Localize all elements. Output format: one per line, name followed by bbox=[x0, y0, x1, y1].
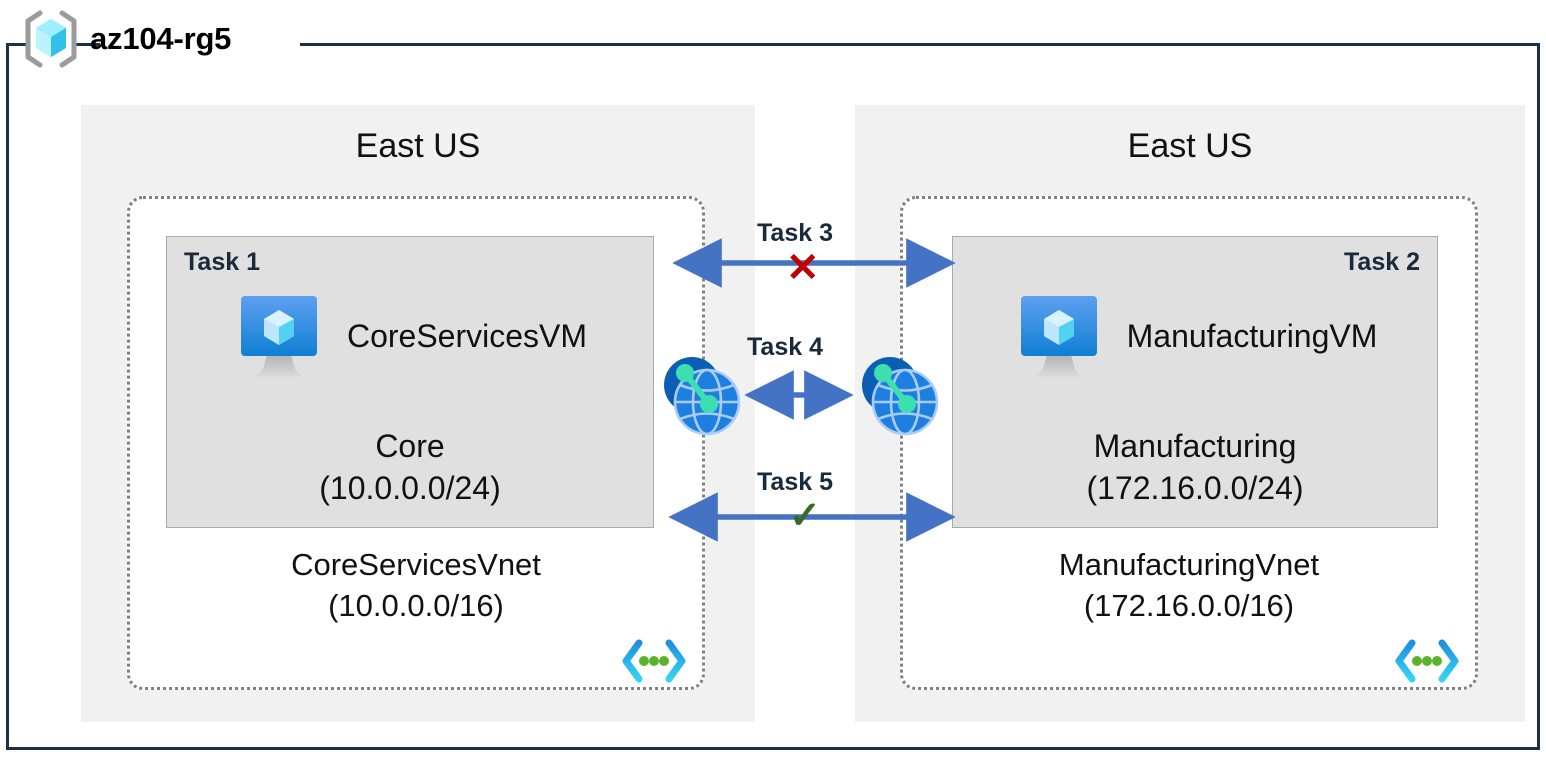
task3-blocked-mark: ✕ bbox=[786, 246, 820, 290]
resource-group-header: az104-rg5 bbox=[22, 8, 231, 70]
subnet-name-right: Manufacturing bbox=[1093, 428, 1297, 464]
region-label-right: East US bbox=[1127, 127, 1253, 165]
vnet-cidr-right: (172.16.0.0/16) bbox=[1083, 588, 1295, 623]
resource-group-frame-bottom bbox=[6, 747, 1540, 750]
vnet-peering-icon-right bbox=[862, 357, 939, 436]
vnet-chevrons-icon-right bbox=[1395, 639, 1459, 683]
task5-label: Task 5 bbox=[757, 468, 833, 496]
vnet-peering-icon-left bbox=[664, 357, 741, 436]
subnet-caption-right: Manufacturing (172.16.0.0/24) bbox=[953, 425, 1437, 509]
subnet-name-left: Core bbox=[375, 428, 445, 464]
task5-allowed-mark: ✓ bbox=[789, 495, 821, 537]
vnet-name-left: CoreServicesVnet bbox=[291, 547, 541, 582]
region-label-left: East US bbox=[355, 127, 481, 165]
vm-row-right: ManufacturingVM bbox=[953, 293, 1437, 379]
task3-label: Task 3 bbox=[757, 219, 833, 247]
vm-name-left: CoreServicesVM bbox=[346, 317, 588, 354]
subnet-cidr-left: (10.0.0.0/24) bbox=[319, 470, 501, 506]
vnet-chevrons-icon-left bbox=[622, 639, 686, 683]
vm-name-right: ManufacturingVM bbox=[1126, 317, 1378, 354]
resource-group-frame-left bbox=[6, 43, 9, 750]
resource-group-frame-top-right bbox=[300, 43, 1540, 46]
vm-row-left: CoreServicesVM bbox=[167, 293, 653, 379]
virtual-machine-icon-left bbox=[240, 296, 317, 377]
vnet-caption-right: ManufacturingVnet (172.16.0.0/16) bbox=[903, 544, 1475, 626]
resource-group-cube-icon bbox=[25, 10, 77, 68]
task4-label: Task 4 bbox=[747, 333, 823, 361]
resource-group-frame-top-left bbox=[6, 43, 26, 46]
vnet-cidr-left: (10.0.0.0/16) bbox=[328, 588, 504, 623]
vnet-caption-left: CoreServicesVnet (10.0.0.0/16) bbox=[130, 544, 702, 626]
vnet-name-right: ManufacturingVnet bbox=[1058, 547, 1320, 582]
task-tag-1: Task 1 bbox=[184, 248, 260, 276]
subnet-caption-left: Core (10.0.0.0/24) bbox=[167, 425, 653, 509]
resource-group-icon-connector bbox=[76, 43, 100, 46]
task-tag-2: Task 2 bbox=[1344, 248, 1420, 276]
subnet-box-manufacturing[interactable]: Task 2 bbox=[952, 236, 1438, 528]
resource-group-title: az104-rg5 bbox=[90, 21, 232, 56]
subnet-box-core[interactable]: Task 1 bbox=[166, 236, 654, 528]
virtual-machine-icon-right bbox=[1020, 296, 1097, 377]
resource-group-frame-right bbox=[1537, 43, 1540, 750]
subnet-cidr-right: (172.16.0.0/24) bbox=[1086, 470, 1304, 506]
